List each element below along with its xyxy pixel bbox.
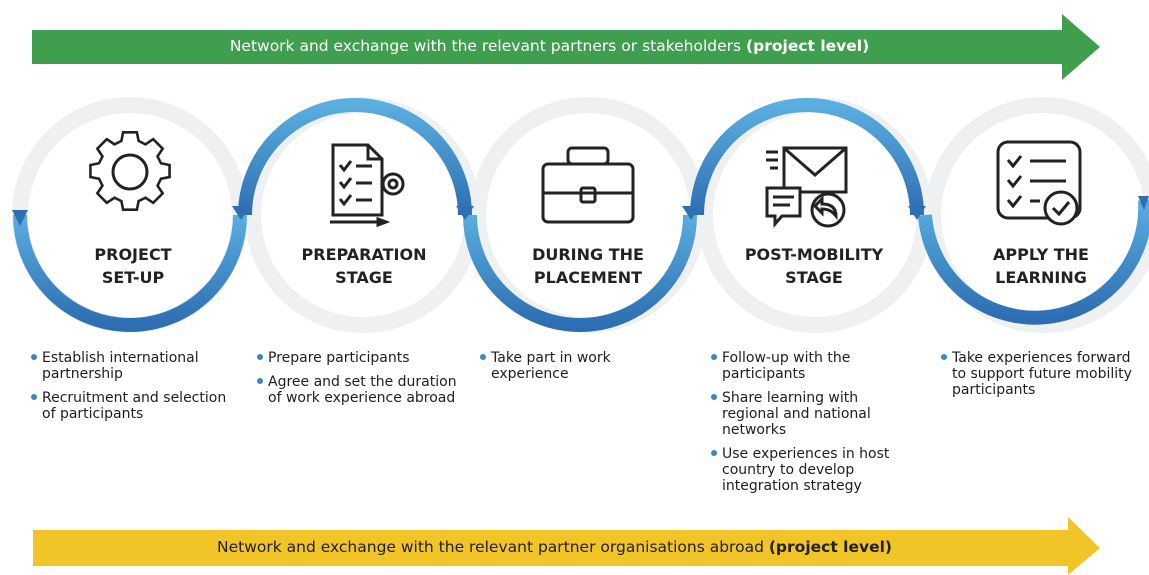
bullet-item: Use experiences in host country to devel… <box>710 446 889 494</box>
bullet-item: Share learning with regional and nationa… <box>710 390 889 438</box>
bullet-line: Prepare participants <box>268 350 410 366</box>
bullet-line: experience <box>491 366 569 382</box>
process-loop <box>13 98 1149 332</box>
loop-arrowheads <box>12 196 1149 226</box>
stage-title-line: SET-UP <box>101 268 165 287</box>
top-arrow <box>32 14 1100 80</box>
top-banner-label: Network and exchange with the relevant p… <box>0 37 1149 55</box>
bullet-line: Use experiences in host <box>722 446 890 462</box>
stage-title-apply: APPLY THE LEARNING <box>941 243 1141 289</box>
bullet-line: Establish international <box>42 350 199 366</box>
bottom-arrow <box>33 517 1100 575</box>
bullet-item: Follow-up with the participants <box>710 350 889 382</box>
bullet-line: partnership <box>42 366 123 382</box>
bullet-line: regional and national <box>722 406 871 422</box>
checklist-check-icon <box>996 140 1082 226</box>
bullet-line: participants <box>722 366 806 382</box>
bullet-item: Take part in work experience <box>479 350 611 382</box>
bullet-line: of work experience abroad <box>268 390 456 406</box>
bullet-item: Establish international partnership <box>30 350 226 382</box>
stage-title-line: STAGE <box>335 268 393 287</box>
bullet-line: Take experiences forward <box>952 350 1131 366</box>
background-circles <box>12 97 1149 333</box>
stage-title-line: STAGE <box>785 268 843 287</box>
bullet-line: Agree and set the duration <box>268 374 457 390</box>
bullet-line: networks <box>722 422 787 438</box>
stage-title-post-mobility: POST-MOBILITY STAGE <box>714 243 914 289</box>
envelope-reply-icon <box>765 146 848 228</box>
bullets-preparation: Prepare participants Agree and set the d… <box>256 350 457 414</box>
bullet-line: of participants <box>42 406 144 422</box>
bullet-line: Recruitment and selection <box>42 390 227 406</box>
stage-title-preparation: PREPARATION STAGE <box>264 243 464 289</box>
top-banner-text: Network and exchange with the relevant p… <box>229 37 747 55</box>
bullet-line: Take part in work <box>491 350 611 366</box>
bullet-item: Recruitment and selection of participant… <box>30 390 226 422</box>
bullets-placement: Take part in work experience <box>479 350 611 390</box>
bullet-item: Prepare participants <box>256 350 457 366</box>
stage-title-project-setup: PROJECT SET-UP <box>33 243 233 289</box>
stage-title-line: PREPARATION <box>301 245 427 264</box>
bullet-item: Agree and set the duration of work exper… <box>256 374 457 406</box>
stage-title-line: PLACEMENT <box>533 268 643 287</box>
bullet-line: Share learning with <box>722 390 859 406</box>
bullets-post-mobility: Follow-up with the participants Share le… <box>710 350 889 502</box>
bullet-line: integration strategy <box>722 478 862 494</box>
bullet-line: country to develop <box>722 462 855 478</box>
checklist-gear-icon <box>330 143 405 228</box>
bottom-banner-text: Network and exchange with the relevant p… <box>217 538 769 556</box>
bullet-line: to support future mobility <box>952 366 1132 382</box>
stage-title-line: APPLY THE <box>993 245 1089 264</box>
bullet-line: participants <box>952 382 1036 398</box>
bullets-project-setup: Establish international partnership Recr… <box>30 350 226 430</box>
bottom-banner-label: Network and exchange with the relevant p… <box>0 538 1149 556</box>
bullets-apply: Take experiences forward to support futu… <box>940 350 1132 406</box>
stage-title-placement: DURING THE PLACEMENT <box>488 243 688 289</box>
gear-icon <box>89 131 171 212</box>
stage-title-line: DURING THE <box>532 245 644 264</box>
bullet-line: Follow-up with the <box>722 350 851 366</box>
briefcase-icon <box>541 146 635 224</box>
bullet-item: Take experiences forward to support futu… <box>940 350 1132 398</box>
stage-title-line: LEARNING <box>995 268 1087 287</box>
stage-title-line: PROJECT <box>94 245 172 264</box>
stage-title-line: POST-MOBILITY <box>744 245 884 264</box>
bottom-banner-bold: (project level) <box>768 538 892 556</box>
top-banner-bold: (project level) <box>746 37 870 55</box>
